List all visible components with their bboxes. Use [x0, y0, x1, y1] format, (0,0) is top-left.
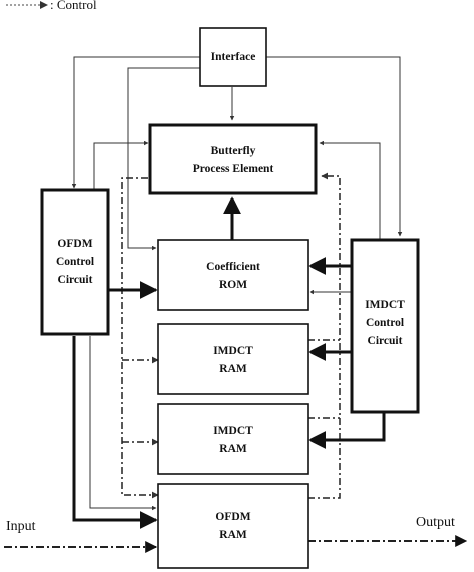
ofdm-ram-label-2: RAM — [219, 529, 247, 541]
input-label: Input — [6, 519, 36, 534]
coefficient-rom-label-1: Coefficient — [206, 261, 260, 273]
imdct-control-to-butterfly — [319, 140, 381, 240]
ofdm-control-label-2: Control — [56, 256, 94, 268]
butterfly-block: Butterfly Process Element — [148, 123, 318, 195]
butterfly-label-2: Process Element — [193, 163, 274, 175]
ofdm-control-to-butterfly — [93, 140, 149, 190]
imdct-ram-1-block: IMDCT RAM — [157, 323, 309, 395]
ofdm-control-to-ofdm-ram — [72, 336, 158, 529]
ofdm-control-label-1: OFDM — [57, 238, 92, 250]
imdct-ram-1-label-2: RAM — [219, 363, 247, 375]
imdct-ram-1-label-1: IMDCT — [213, 345, 253, 357]
imdct-ram-2-label-2: RAM — [219, 443, 247, 455]
ofdm-ram-block: OFDM RAM — [157, 483, 309, 569]
ram-bus-to-butterfly — [308, 172, 341, 499]
legend-arrow-icon — [40, 1, 48, 9]
interface-to-ofdm-control — [71, 56, 200, 189]
coefficient-rom-block: Coefficient ROM — [157, 239, 309, 311]
imdct-control-label-2: Control — [366, 317, 404, 329]
ofdm-ram-label-1: OFDM — [215, 511, 250, 523]
interface-label: Interface — [211, 51, 256, 63]
imdct-control-label-1: IMDCT — [365, 299, 405, 311]
interface-to-coefficient-rom — [127, 67, 200, 251]
coefficient-rom-label-2: ROM — [219, 279, 247, 291]
imdct-ram-2-block: IMDCT RAM — [157, 403, 309, 475]
ofdm-control-to-ofdm-ram-thin — [89, 336, 157, 511]
legend-control-label: : Control — [50, 0, 97, 12]
imdct-control-block: IMDCT Control Circuit — [350, 238, 420, 414]
legend: : Control — [6, 0, 97, 12]
output-label: Output — [416, 515, 455, 530]
imdct-control-label-3: Circuit — [368, 335, 403, 347]
interface-to-imdct-control — [266, 56, 403, 237]
connections — [4, 56, 468, 553]
butterfly-label-1: Butterfly — [211, 145, 256, 157]
ofdm-control-block: OFDM Control Circuit — [40, 188, 110, 336]
imdct-control-to-imdct-ram-2 — [308, 412, 386, 449]
ofdm-control-label-3: Circuit — [58, 274, 93, 286]
imdct-ram-2-label-1: IMDCT — [213, 425, 253, 437]
interface-block: Interface — [199, 27, 267, 87]
butterfly-bus-to-ofdm-ram — [121, 177, 159, 499]
